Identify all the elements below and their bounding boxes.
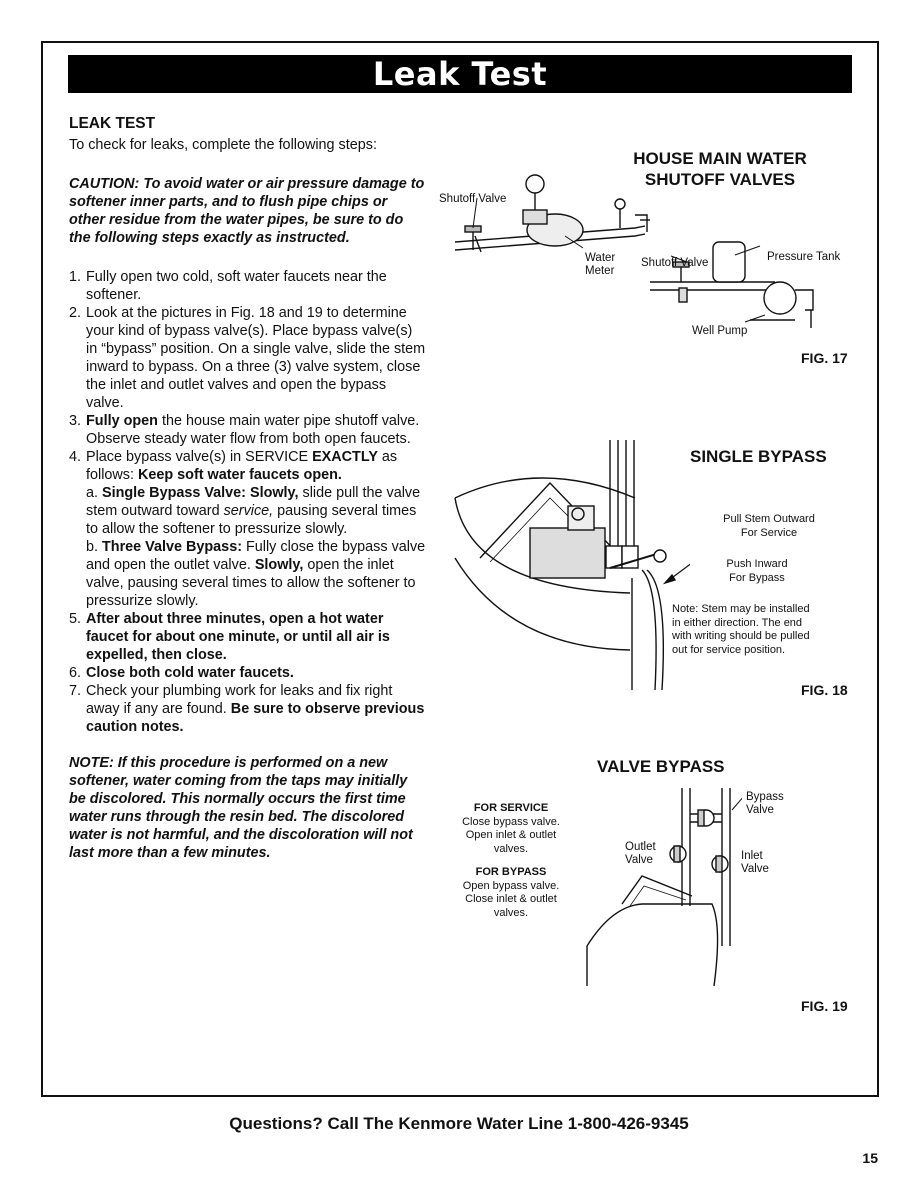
step-2: 2.Look at the pictures in Fig. 18 and 19… [69, 304, 427, 412]
instruction-line: Close inlet & outlet [465, 893, 557, 905]
label-line: Valve [625, 854, 653, 866]
step-bold: Be sure to observe previous caution note… [86, 701, 425, 735]
substep-prefix: b. [86, 539, 102, 555]
step-4a: a. Single Bypass Valve: Slowly, slide pu… [86, 484, 427, 538]
step-bold: Fully open [86, 413, 158, 429]
step-3: 3.Fully open the house main water pipe s… [69, 412, 427, 448]
label-line: Pull Stem Outward [723, 513, 815, 525]
page-frame [41, 41, 879, 1097]
step-bold: Keep soft water faucets open. [137, 467, 342, 483]
step-text: Place bypass valve(s) in SERVICE [86, 449, 313, 465]
page-banner-title: Leak Test [68, 55, 852, 93]
step-bold: EXACTLY [312, 449, 378, 465]
intro-text: To check for leaks, complete the followi… [69, 137, 377, 153]
substep-bold: Single Bypass Valve: Slowly, [102, 485, 299, 501]
substep-bold: Three Valve Bypass: [102, 539, 242, 555]
instruction-line: Close bypass valve. [462, 815, 560, 828]
step-number: 6. [69, 665, 82, 681]
label-line: For Bypass [729, 571, 785, 584]
step-text: Check your plumbing work for leaks and f… [86, 683, 393, 717]
step-bold: Close both cold water faucets. [86, 665, 294, 681]
fig19-outlet-valve-label: Outlet Valve [625, 841, 656, 867]
instructions-column: LEAK TEST To check for leaks, complete t… [69, 115, 427, 862]
fig17-illustration [454, 174, 814, 328]
step-1: 1.Fully open two cold, soft water faucet… [69, 268, 427, 304]
substep-text: slide pull the valve stem outward toward [86, 485, 421, 519]
note-line: with writing should be pulled [672, 630, 810, 642]
step-bold: After about three minutes, open a hot wa… [86, 611, 390, 663]
fig18-push-stem-label: Push Inward For Bypass [712, 558, 802, 585]
fig19-illustration [586, 788, 742, 987]
fig17-shutoff-valve-2-label: Shutoff Valve [641, 257, 709, 269]
substep-text: pausing several times to allow the softe… [86, 503, 417, 537]
step-6: 6.Close both cold water faucets. [69, 664, 427, 682]
substep-prefix: a. [86, 485, 102, 501]
step-number: 7. [69, 683, 82, 699]
step-number: 5. [69, 611, 82, 627]
fig17-title: HOUSE MAIN WATER SHUTOFF VALVES [600, 148, 840, 190]
help-line-footer: Questions? Call The Kenmore Water Line 1… [229, 1114, 689, 1133]
fig17-pressure-tank-label: Pressure Tank [767, 251, 841, 263]
substep-text: open the inlet valve, pausing several ti… [86, 557, 416, 609]
step-number: 1. [69, 269, 82, 285]
instruction-line: Open inlet & outlet [465, 829, 557, 841]
instruction-line: Open bypass valve. [462, 879, 560, 892]
fig18-note: Note: Stem may be installed in either di… [672, 603, 852, 657]
label-line: Inlet [741, 850, 763, 862]
caution-text: CAUTION: To avoid water or air pressure … [69, 176, 425, 246]
section-heading: LEAK TEST [69, 115, 156, 132]
label-line: For Service [740, 526, 798, 539]
step-text: the house main water pipe shutoff valve.… [86, 413, 420, 447]
fig18-title: SINGLE BYPASS [690, 447, 827, 466]
label-line: Push Inward [726, 558, 788, 570]
step-7: 7.Check your plumbing work for leaks and… [69, 682, 427, 736]
substep-italic: service, [223, 503, 274, 519]
fig19-inlet-valve-label: Inlet Valve [741, 850, 769, 876]
fig19-bypass-instructions: FOR BYPASS Open bypass valve. Close inle… [452, 866, 570, 920]
substep-text: Fully close the bypass valve and open th… [86, 539, 426, 573]
fig18-label: FIG. 18 [801, 682, 848, 698]
fig19-bypass-valve-label: Bypass Valve [746, 791, 784, 817]
label-line: Meter [585, 265, 615, 277]
steps-list: 1.Fully open two cold, soft water faucet… [69, 268, 427, 736]
instruction-line: valves. [493, 842, 529, 855]
step-text: Fully open two cold, soft water faucets … [86, 269, 387, 303]
step-number: 3. [69, 413, 82, 429]
label-line: Valve [746, 804, 774, 816]
label-line: Water [585, 252, 616, 264]
step-4: 4.Place bypass valve(s) in SERVICE EXACT… [69, 448, 427, 610]
fig18-illustration [454, 440, 690, 691]
fig18-pull-stem-label: Pull Stem Outward For Service [709, 513, 829, 540]
step-4b: b. Three Valve Bypass: Fully close the b… [86, 538, 427, 610]
fig17-label: FIG. 17 [801, 350, 848, 366]
step-number: 4. [69, 449, 82, 465]
fig17-title-line: SHUTOFF VALVES [644, 170, 796, 189]
step-number: 2. [69, 305, 82, 321]
step-text: as follows: [86, 449, 398, 483]
fig17-well-pump-label: Well Pump [692, 325, 748, 337]
fig19-service-instructions: FOR SERVICE Close bypass valve. Open inl… [452, 802, 570, 856]
service-heading: FOR SERVICE [473, 802, 549, 814]
step-5: 5.After about three minutes, open a hot … [69, 610, 427, 664]
page-number: 15 [862, 1150, 878, 1166]
substep-bold: Slowly, [254, 557, 304, 573]
label-line: Valve [741, 863, 769, 875]
label-line: Outlet [625, 841, 656, 853]
note-line: Note: Stem may be installed [672, 603, 810, 615]
fig17-shutoff-valve-label: Shutoff Valve [439, 193, 507, 205]
instruction-line: valves. [493, 906, 529, 919]
fig17-water-meter-label: Water Meter [585, 252, 615, 278]
bypass-heading: FOR BYPASS [475, 866, 547, 878]
fig19-title: VALVE BYPASS [597, 757, 725, 776]
step-text: Look at the pictures in Fig. 18 and 19 t… [86, 305, 426, 411]
note-line: out for service position. [672, 643, 786, 656]
label-line: Bypass [746, 791, 784, 803]
fig17-title-line: HOUSE MAIN WATER [633, 149, 807, 168]
note-line: in either direction. The end [672, 616, 803, 629]
fig19-label: FIG. 19 [801, 998, 848, 1014]
note-text: NOTE: If this procedure is performed on … [69, 755, 413, 861]
